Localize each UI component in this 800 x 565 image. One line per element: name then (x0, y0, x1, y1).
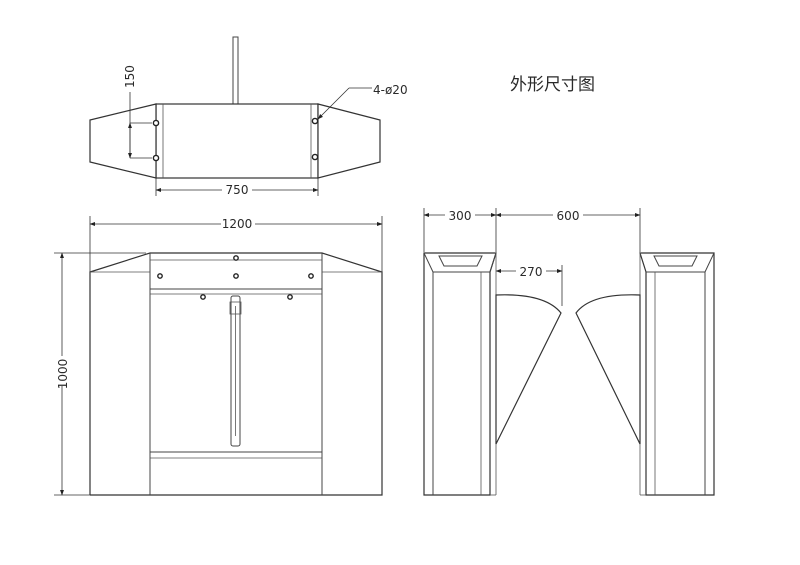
top-bolt (233, 273, 239, 279)
left-flap (495, 294, 562, 445)
gate-post (230, 295, 241, 447)
top-bolt (308, 273, 314, 279)
dim-1000: 1000 (56, 359, 70, 390)
dim-1200: 1200 (222, 217, 253, 231)
drawing-title: 外形尺寸图 (510, 75, 595, 95)
left-cabinet (423, 252, 497, 496)
mount-hole (311, 117, 319, 125)
top-bolt (287, 294, 293, 300)
top-view-right-wing (317, 103, 381, 179)
dim-600: 600 (557, 209, 580, 223)
top-view-pole (232, 36, 239, 106)
dim-150: 150 (123, 65, 137, 88)
right-cabinet (639, 252, 715, 496)
mount-hole (311, 153, 319, 161)
top-view-left-wing (89, 103, 157, 179)
top-view: 150 750 4-ø20 (89, 36, 408, 197)
mount-hole (152, 154, 160, 162)
dim-270: 270 (520, 265, 543, 279)
top-bolt (157, 273, 163, 279)
dim-750: 750 (226, 183, 249, 197)
mount-hole (152, 119, 160, 127)
hole-callout: 4-ø20 (373, 83, 408, 97)
dim-300: 300 (449, 209, 472, 223)
top-bolt (200, 294, 206, 300)
front-view: 1200 1000 (54, 215, 383, 496)
side-view: 300 600 270 (423, 207, 715, 496)
top-bolt (233, 255, 239, 261)
right-flap (575, 294, 641, 445)
top-view-body (155, 103, 319, 179)
